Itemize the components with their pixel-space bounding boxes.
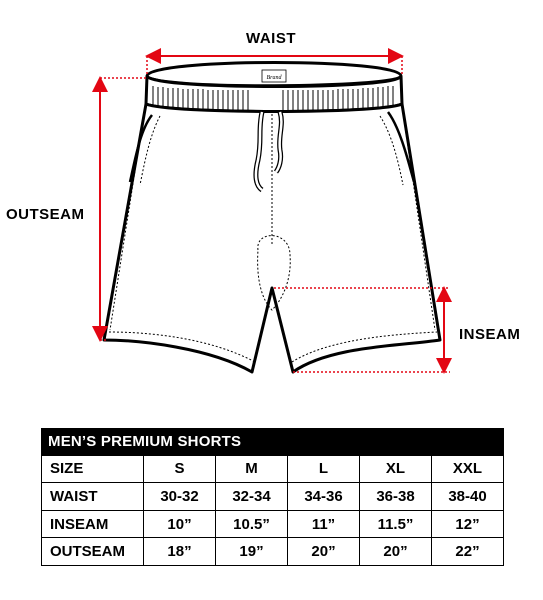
brand-logo: Brand bbox=[267, 75, 283, 81]
table-header-row: SIZE S M L XL XXL bbox=[41, 454, 505, 484]
row-label: OUTSEAM bbox=[41, 537, 144, 566]
table-cell: 30-32 bbox=[143, 482, 216, 511]
header-cell: SIZE bbox=[41, 454, 144, 484]
header-cell: L bbox=[287, 454, 360, 484]
table-cell: 20” bbox=[287, 537, 360, 566]
table-row: OUTSEAM 18” 19” 20” 20” 22” bbox=[41, 537, 505, 566]
waist-label: WAIST bbox=[246, 30, 296, 47]
table-cell: 19” bbox=[215, 537, 288, 566]
table-cell: 32-34 bbox=[215, 482, 288, 511]
table-cell: 20” bbox=[359, 537, 432, 566]
row-label: INSEAM bbox=[41, 509, 144, 539]
table-cell: 12” bbox=[430, 509, 505, 539]
table-row: INSEAM 10” 10.5” 11” 11.5” 12” bbox=[41, 509, 505, 539]
size-chart-table: MEN’S PREMIUM SHORTS SIZE S M L XL XXL W… bbox=[40, 428, 505, 566]
header-cell: S bbox=[143, 454, 216, 484]
left-pocket bbox=[128, 114, 153, 183]
outseam-label: OUTSEAM bbox=[6, 206, 85, 223]
table-cell: 36-38 bbox=[359, 482, 432, 511]
table-cell: 10” bbox=[143, 509, 216, 539]
header-cell: XL bbox=[359, 454, 432, 484]
shorts-diagram: Brand WAIST OUTSEAM INSEAM bbox=[6, 30, 521, 374]
header-cell: M bbox=[215, 454, 288, 484]
table-title: MEN’S PREMIUM SHORTS bbox=[40, 428, 505, 456]
table-cell: 34-36 bbox=[287, 482, 360, 511]
header-cell: XXL bbox=[430, 454, 505, 484]
table-cell: 11.5” bbox=[359, 509, 432, 539]
shorts-illustration: Brand bbox=[92, 48, 452, 374]
waistband-ribs bbox=[152, 86, 394, 112]
table-cell: 38-40 bbox=[430, 482, 505, 511]
table-title-row: MEN’S PREMIUM SHORTS bbox=[40, 428, 505, 456]
inseam-label: INSEAM bbox=[459, 326, 521, 343]
row-label: WAIST bbox=[41, 482, 144, 511]
table-cell: 11” bbox=[287, 509, 360, 539]
table-row: WAIST 30-32 32-34 34-36 36-38 38-40 bbox=[41, 482, 505, 511]
table-cell: 10.5” bbox=[215, 509, 288, 539]
table-cell: 18” bbox=[143, 537, 216, 566]
table-cell: 22” bbox=[430, 537, 505, 566]
